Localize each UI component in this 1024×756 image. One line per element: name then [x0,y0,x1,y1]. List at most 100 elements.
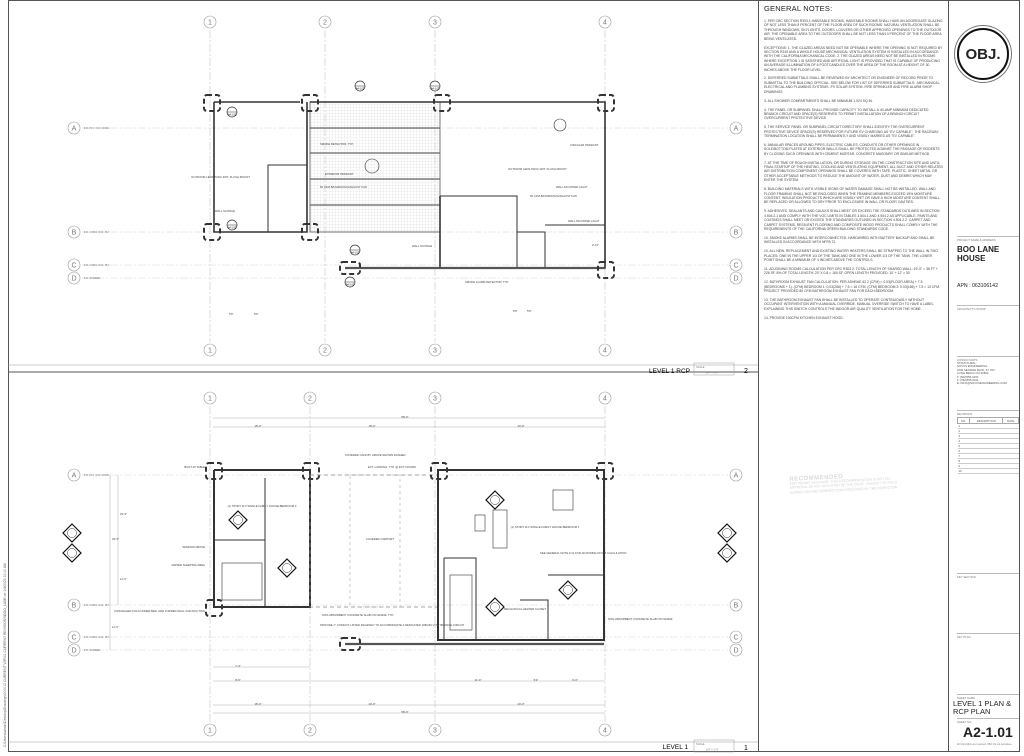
grid-bubble [303,391,317,405]
general-note: EXCEPTIONS: 1. THE GLAZED AREAS NEED NOT… [764,45,943,72]
rcp-annotation: WALL SCONCE [412,244,432,248]
rcp-annotation: WALL MOUNTED LIGHT [568,219,600,223]
grid-bubble [67,225,81,239]
dimension-text: 58'-0" [401,415,408,419]
rev-description [969,468,1003,474]
dimension-text: 5'6" [229,312,234,316]
grid-bubble [729,468,743,482]
grid-bubble-label: 4 [603,20,607,27]
consultants-label: CONSULTANTS [957,356,1019,362]
dimension-text: 20'-0" [517,702,524,706]
stamp-label: ARCHITECT'S STAMP [957,305,1019,311]
canopy-ceiling-grid [309,101,441,233]
grid-bubble [203,15,217,29]
rcp-annotation: WALL SCONCE [215,209,235,213]
grid-bubble-label: 1 [208,396,212,403]
plan-annotation: COVERED CANOPY ABOVE SHOWN DASHED [345,453,406,457]
consultant-line: F: (562)555-0101 [957,378,979,383]
plan-scale-label: SCALE [696,742,705,746]
rev-number: 6 [957,448,970,454]
consultant-line: T: (562)555-0100 [957,374,979,379]
grid-bubble-label: C [733,263,738,270]
consultant-line: LONG BEACH CA 90802 [957,371,989,376]
grid-bubble [318,15,332,29]
revision-row: 7 [957,453,1019,459]
plan-annotation: EXT. LANDING, TYP. @ EXT. DOORS [368,465,416,469]
grid-bubble [729,643,743,657]
grid-bubble [598,15,612,29]
rev-number: 2 [957,428,970,434]
rev-description [969,458,1003,464]
section-tag-label: A4-1.02 [346,284,355,287]
grid-bubble-label: 3 [433,728,437,735]
rcp-annotation: 50 CFM BATHROOM EXHAUST FAN [320,185,367,189]
grid-bubble [729,271,743,285]
project-name: BOO LANE HOUSE [957,245,1000,263]
grid-bubble [303,723,317,737]
grid-bubble-label: 1 [208,728,212,735]
grid-bubble-label: 3 [433,396,437,403]
general-note: 7. AT THE TIME OF ROUGH INSTALLATION, OR… [764,160,943,183]
grid-bubble-label: B [734,603,739,610]
section-tag-label: A4-1.02 [228,114,237,117]
rcp-annotation: WALL MOUNTED LIGHT [556,185,588,189]
carport-outline [309,474,439,608]
general-note: 10. ALL NEW, REPLACEMENT AND EXISTING WA… [764,249,938,262]
grid-bubble-label: 2 [308,728,312,735]
grid-bubble-label: 3 [433,348,437,355]
grid-bubble-label: 4 [603,728,607,735]
grid-bubble [428,343,442,357]
grid-bubble [67,271,81,285]
dimension-text: 33'-0" [112,537,119,541]
consultant-line: STRUCTURAL: [957,361,977,365]
plan-annotation: CONCEALED FOLD UNDER BED, ADD FURRED WAL… [114,609,205,613]
plan-scale: 1/4" = 1'-0" [706,748,719,752]
rev-number: 10 [957,468,970,474]
rev-number: 1 [957,423,970,429]
rev-header-date: DATE [1002,417,1019,424]
grid-bubble [203,391,217,405]
rcp-scale-label: SCALE [696,365,705,369]
plan-annotation: NON-ABSORBENT CONCRETE SLAB ON GRADE, TY… [322,613,394,617]
dimension-text: 20'-0" [517,424,524,428]
revision-row: 6 [957,448,1019,454]
grid-bubble [729,121,743,135]
grid-bubble [203,723,217,737]
project-label: PROJECT NAME & ADDRESS [957,236,1019,242]
title-block: OBJ. PROJECT NAME & ADDRESS BOO LANE HOU… [948,0,1024,752]
floor-plan [205,462,614,651]
rev-date [1002,448,1019,454]
elevation-tag-circle [67,548,77,558]
rcp-annotation: SMOKE DETECTOR, TYP. [320,142,354,146]
grid-bubble [729,258,743,272]
elevation-tag-circle [233,515,243,525]
sheet-name: LEVEL 1 PLAN & RCP PLAN [953,699,1012,716]
general-note: 13. THE BATHROOM EXHAUST FAN SHALL BE IN… [764,297,934,311]
dimension-text: 7'-3" [235,664,241,668]
rev-description [969,463,1003,469]
plan-annotation: NON-ABSORBENT CONCRETE SLAB ON GRADE [608,617,673,621]
sheet-name-label: SHEET NAME [957,694,1019,700]
grid-bubble-label: 4 [603,396,607,403]
grid-bubble [67,643,81,657]
general-note: 6. ANNULAR SPACES AROUND PIPES, ELECTRIC… [764,142,940,156]
plan-annotation: RAISED SLEEPING AREA [172,563,206,567]
rcp-plan [203,94,615,279]
general-notes-title: GENERAL NOTES: [764,4,833,13]
dimension-text: 18'-0" [254,424,261,428]
general-note: 3. ALL SHOWER COMPARTMENTS SHALL BE MINI… [764,98,873,103]
general-note: 14. PROVIDE 100CFM KITCHEN EXHAUST HOOD. [764,315,844,320]
grid-level-note: F.O. CONC / F.O. PLY [84,603,110,607]
grid-bubble [428,391,442,405]
grid-bubble-label: 1 [208,20,212,27]
rev-description [969,423,1003,429]
grid-bubble [598,343,612,357]
consultant-line: 1000 SEASIDE BLVD, ST 700 [957,367,995,372]
rcp-annotation: SMOKE ALARM DETECTOR, TYP. [465,280,509,284]
general-note: 10. SMOKE ALARMS SHALL BE INTERCONNECTED… [764,235,935,245]
plan-check-stamp: RECOMMENDED FOR PERMIT ISSUANCE. THIS RE… [789,472,900,506]
grid-bubble-label: A [734,473,739,480]
elevation-tag-circle [490,495,500,505]
dimension-text: 2'-10" [592,243,599,247]
